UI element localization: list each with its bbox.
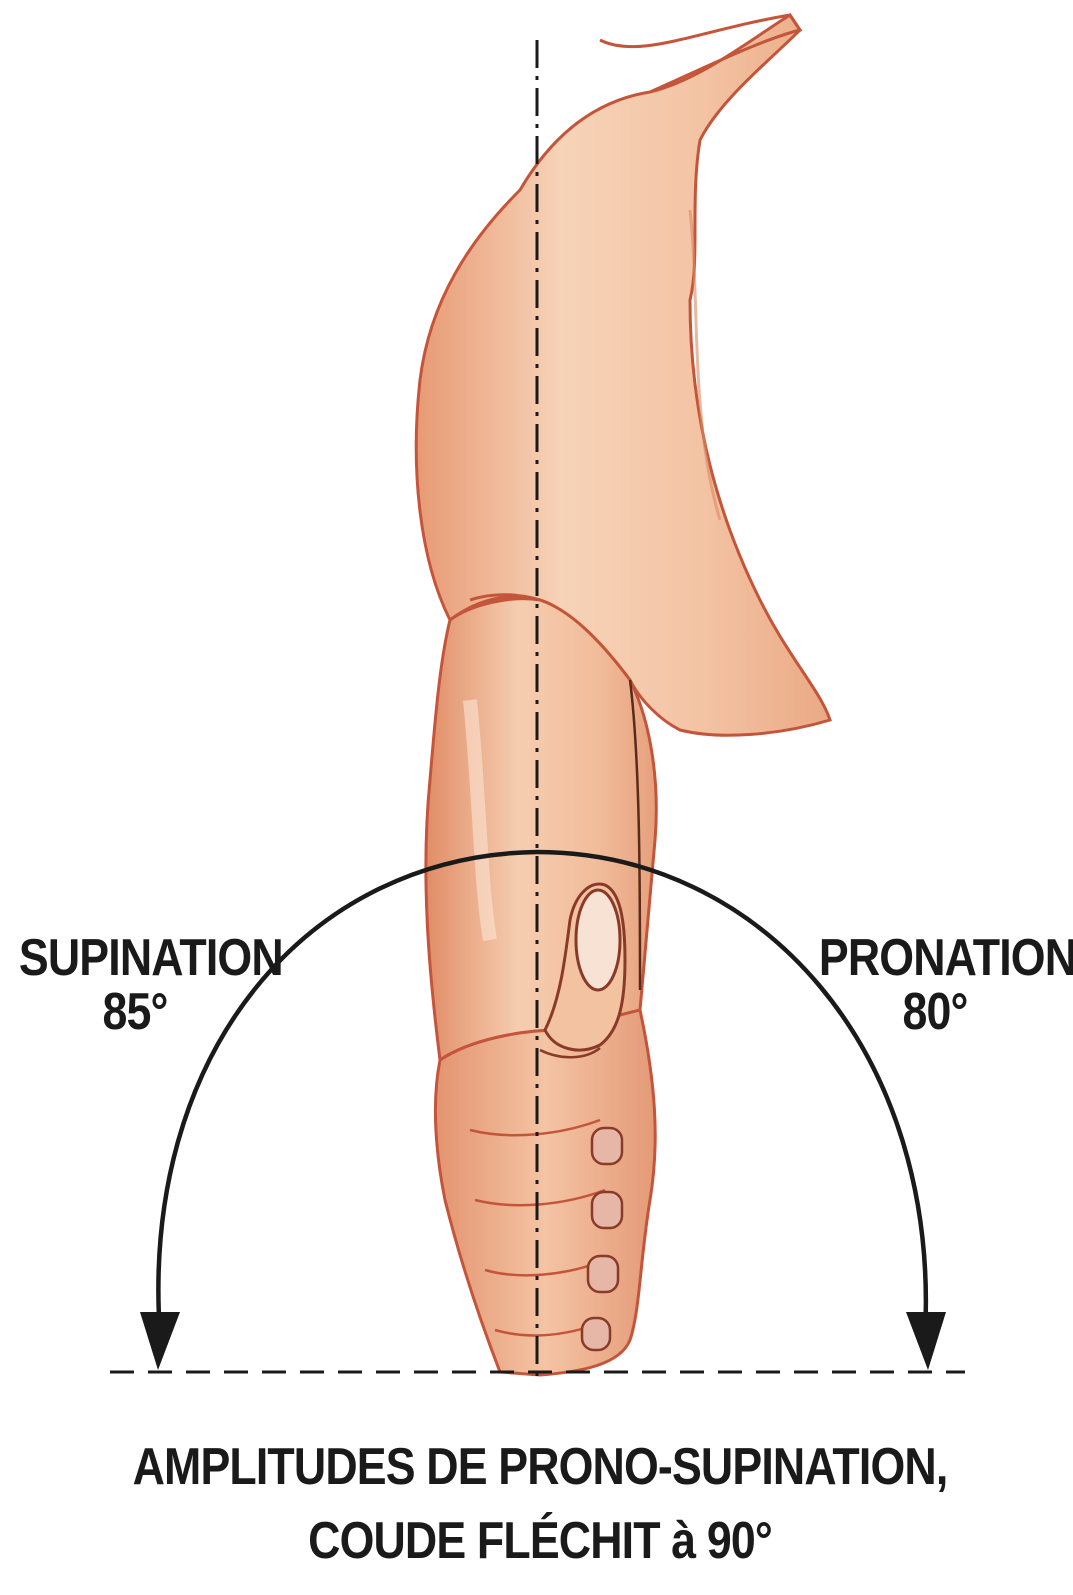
supination-value: 85° bbox=[79, 984, 191, 1040]
pronation-value: 80° bbox=[879, 984, 991, 1040]
caption-line-2: COUDE FLÉCHIT à 90° bbox=[196, 1512, 884, 1570]
supination-label: SUPINATION bbox=[19, 930, 251, 986]
supination-arrowhead bbox=[140, 1312, 180, 1370]
pronation-label: PRONATION bbox=[819, 930, 1051, 986]
caption-line-1: AMPLITUDES DE PRONO-SUPINATION, bbox=[110, 1438, 970, 1496]
pronation-arrowhead bbox=[906, 1312, 946, 1370]
